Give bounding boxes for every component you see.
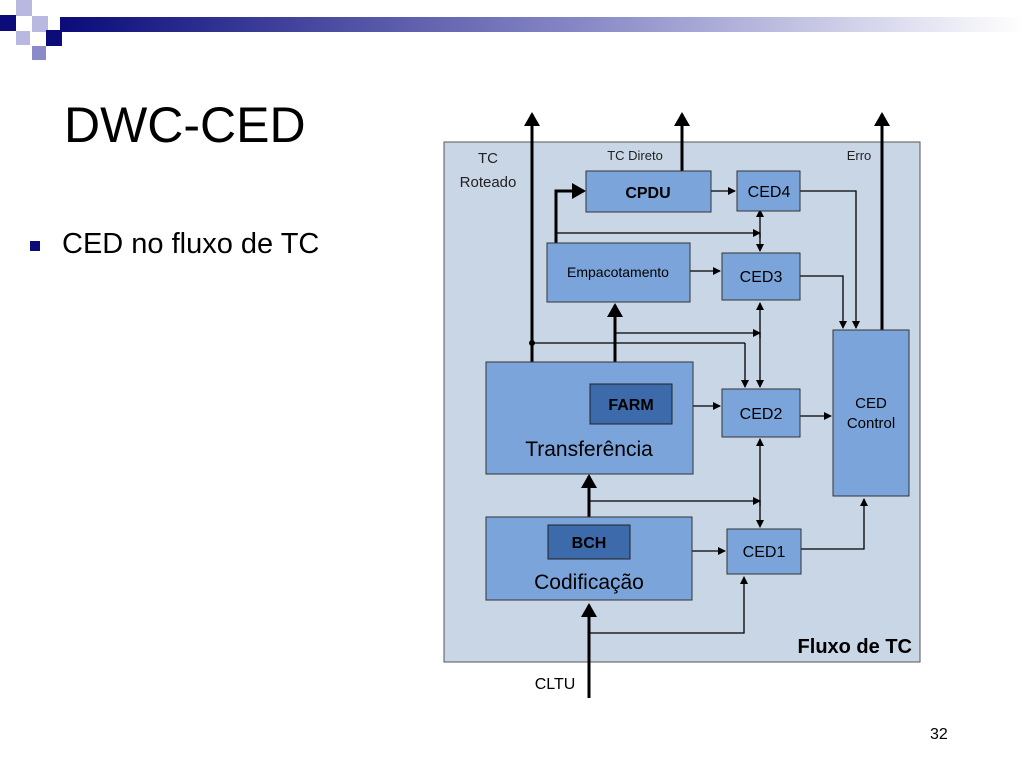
svg-text:Control: Control: [847, 415, 895, 432]
svg-text:CED4: CED4: [748, 184, 791, 201]
label-erro: Erro: [847, 148, 872, 163]
svg-text:Codificação: Codificação: [534, 571, 644, 594]
svg-text:Empacotamento: Empacotamento: [567, 264, 669, 280]
header-square-6: [32, 46, 46, 60]
svg-text:CED1: CED1: [743, 544, 786, 561]
block-transferencia: FARM Transferência: [485, 361, 694, 475]
label-cltu: CLTU: [535, 676, 576, 693]
block-ced3: CED3: [721, 252, 801, 301]
block-farm: [589, 383, 673, 425]
slide-title: DWC-CED: [64, 97, 306, 153]
svg-text:Transferência: Transferência: [525, 438, 653, 461]
thin-connections: [532, 187, 868, 634]
block-empacotamento: Empacotamento: [546, 242, 691, 303]
svg-text:FARM: FARM: [608, 397, 653, 414]
slide-number: 32: [930, 726, 948, 743]
block-ced1: CED1: [726, 528, 802, 575]
header-square-5: [46, 30, 62, 46]
arrow-emp-to-cpdu: [554, 183, 586, 243]
junction-dot: [529, 340, 535, 346]
label-tc-roteado-1: TC: [478, 150, 498, 167]
label-tc-direto: TC Direto: [607, 148, 663, 163]
frame-label: Fluxo de TC: [798, 636, 912, 658]
svg-text:BCH: BCH: [572, 535, 607, 552]
block-codificacao: BCH Codificação: [485, 516, 693, 601]
bullet-item: CED no fluxo de TC: [30, 228, 319, 261]
svg-text:CPDU: CPDU: [625, 185, 670, 202]
header-square-4: [32, 16, 48, 32]
header-square-3: [16, 31, 30, 45]
header-gradient-bar: [60, 17, 1024, 32]
header-square-2: [16, 0, 32, 16]
header-square-1: [0, 15, 16, 31]
block-ced-control: CED Control: [832, 329, 910, 497]
bullet-text: CED no fluxo de TC: [62, 228, 320, 260]
label-tc-roteado-2: Roteado: [460, 174, 517, 191]
svg-text:CED: CED: [855, 395, 887, 412]
block-ced4: CED4: [736, 170, 801, 212]
block-bch: [547, 524, 631, 560]
svg-text:CED2: CED2: [740, 406, 783, 423]
block-ced2: CED2: [721, 388, 801, 438]
block-cpdu: CPDU: [585, 170, 712, 213]
bullet-marker: [30, 240, 40, 251]
header-decoration: [0, 0, 1024, 60]
svg-text:CED3: CED3: [740, 269, 783, 286]
